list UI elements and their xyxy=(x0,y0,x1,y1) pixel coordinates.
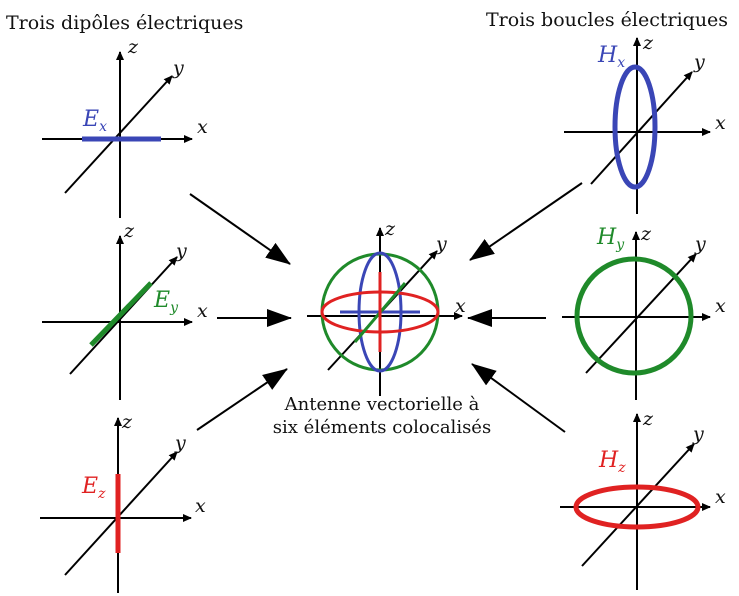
y-axis-arrow xyxy=(64,451,178,576)
ex-label: Ex xyxy=(82,107,107,135)
x-axis-label: x xyxy=(197,116,208,138)
ex-axis-system: x z y Ex xyxy=(42,36,208,218)
y-axis-label: y xyxy=(172,57,184,79)
y-axis-label: y xyxy=(175,240,187,262)
z-axis-label: z xyxy=(127,36,139,58)
hx-axis-system: x z y Hx xyxy=(564,32,726,214)
caption-line-1: Antenne vectorielle à xyxy=(284,394,480,415)
hz-label: Hz xyxy=(598,448,626,476)
y-axis-arrow xyxy=(590,71,693,185)
z-axis-label: z xyxy=(642,408,654,430)
y-axis-label: y xyxy=(693,51,705,73)
hx-label: Hx xyxy=(597,43,625,71)
x-axis-label: x xyxy=(715,486,726,508)
y-axis-label: y xyxy=(694,233,706,255)
z-axis-label: z xyxy=(640,223,652,245)
hx-loop xyxy=(612,64,658,190)
y-axis-arrow xyxy=(69,256,178,375)
arrow-ex-to-center xyxy=(189,193,291,265)
ez-label: Ez xyxy=(81,474,106,502)
z-axis-label: z xyxy=(642,32,654,54)
x-axis-label: x xyxy=(715,112,726,134)
hy-label: Hy xyxy=(596,225,625,253)
arrow-hz-to-center xyxy=(471,363,566,433)
z-axis-label: z xyxy=(121,411,133,433)
hy-axis-system: x z y Hy xyxy=(562,223,726,400)
arrow-ez-to-center xyxy=(196,368,288,431)
x-axis-label: x xyxy=(195,495,206,517)
hz-axis-system: x z y Hz xyxy=(560,408,726,590)
y-axis-label: y xyxy=(174,432,186,454)
y-axis-label: y xyxy=(435,233,447,255)
ey-label: Ey xyxy=(153,288,179,316)
x-axis-label: x xyxy=(455,295,466,317)
y-axis-arrow xyxy=(585,253,697,374)
x-axis-label: x xyxy=(715,295,726,317)
caption-line-2: six éléments colocalisés xyxy=(273,417,491,438)
title-loops: Trois boucles électriques xyxy=(486,9,728,31)
y-axis-arrow xyxy=(64,75,173,194)
title-dipoles: Trois dipôles électriques xyxy=(6,12,243,34)
x-axis-label: x xyxy=(197,300,208,322)
arrow-hx-to-center xyxy=(469,182,583,261)
hz-loop xyxy=(573,484,701,530)
y-axis-label: y xyxy=(692,423,704,445)
z-axis-label: z xyxy=(123,220,135,242)
combined-antenna: x z y xyxy=(307,218,466,396)
ez-axis-system: x z y Ez xyxy=(40,411,206,593)
ey-axis-system: x z y Ey xyxy=(42,220,208,400)
z-axis-label: z xyxy=(384,218,396,240)
ey-dipole xyxy=(89,281,153,347)
y-axis-arrow xyxy=(581,443,695,567)
hy-loop xyxy=(574,256,694,376)
